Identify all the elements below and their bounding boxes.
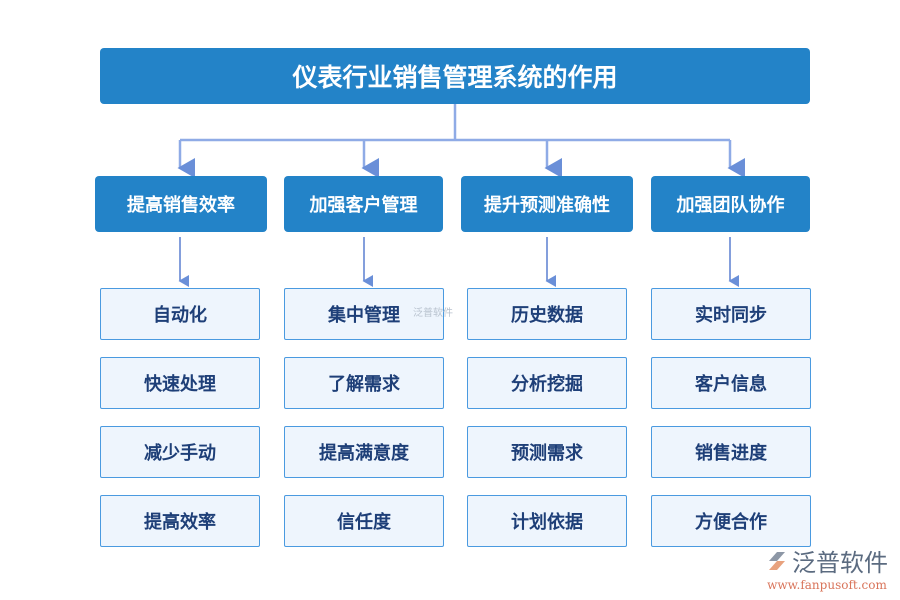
item-box: 分析挖掘 [467,357,627,409]
fanpu-logo-icon [769,551,785,570]
item-box: 提高满意度 [284,426,444,478]
category-sales-efficiency: 提高销售效率 [95,176,267,232]
item-box: 集中管理 [284,288,444,340]
item-box: 信任度 [284,495,444,547]
category-forecast-accuracy: 提升预测准确性 [461,176,633,232]
faint-watermark: 泛普软件 [413,308,453,319]
item-box: 预测需求 [467,426,627,478]
category-customer-management: 加强客户管理 [284,176,443,232]
item-box: 历史数据 [467,288,627,340]
item-box: 计划依据 [467,495,627,547]
diagram-title: 仪表行业销售管理系统的作用 [100,48,810,104]
watermark-name: 泛普软件 [792,549,888,577]
item-box: 方便合作 [651,495,811,547]
item-box: 客户信息 [651,357,811,409]
item-box: 减少手动 [100,426,260,478]
item-box: 实时同步 [651,288,811,340]
item-box: 快速处理 [100,357,260,409]
item-box: 了解需求 [284,357,444,409]
item-box: 自动化 [100,288,260,340]
watermark-url: www.fanpusoft.com [767,578,887,592]
watermark-logo: 泛普软件 www.fanpusoft.com [766,543,888,592]
item-box: 销售进度 [651,426,811,478]
item-box: 提高效率 [100,495,260,547]
category-team-collaboration: 加强团队协作 [651,176,810,232]
